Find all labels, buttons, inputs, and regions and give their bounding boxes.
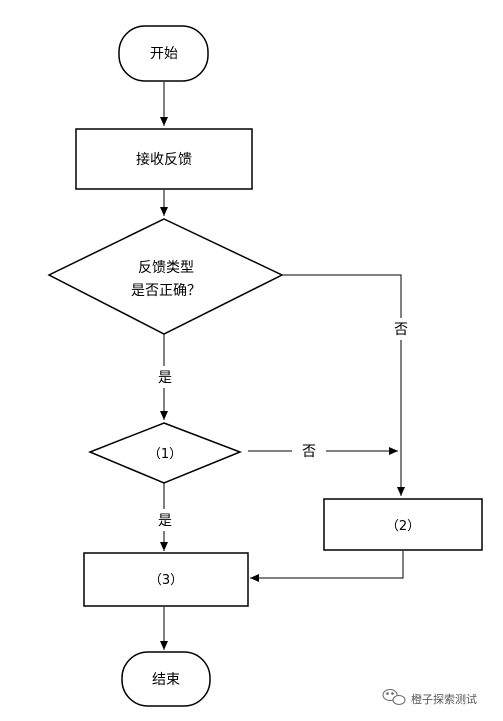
- process3-label: （3）: [149, 573, 183, 588]
- watermark: 橙子探索测试: [382, 689, 477, 706]
- start-node: [118, 25, 209, 82]
- edge-label-decision2-yes: 是: [158, 513, 172, 529]
- edge-label-decision2-no: 否: [302, 444, 316, 460]
- decision2-node: [88, 422, 243, 484]
- receive-label: 接收反馈: [136, 151, 192, 168]
- nodes: [47, 25, 483, 707]
- watermark-text: 橙子探索测试: [411, 692, 477, 706]
- decision1-label-line1: 反馈类型: [138, 260, 194, 276]
- start-label: 开始: [150, 46, 178, 62]
- edge-label-decision1-no: 否: [394, 322, 408, 338]
- process2-node: [323, 498, 483, 551]
- receive-node: [75, 128, 253, 190]
- wechat-icon: [382, 689, 406, 705]
- end-label: 结束: [152, 672, 180, 688]
- process3-node: [83, 552, 249, 607]
- decision2-label: （1）: [148, 447, 182, 462]
- edge-label-decision1-yes: 是: [158, 370, 172, 386]
- edge-decision1-no-upper: [282, 274, 402, 318]
- process2-label: （2）: [386, 519, 420, 534]
- edge-process2-process3: [250, 551, 404, 582]
- decision1-label-line2: 是否正确？: [131, 283, 201, 299]
- decision1-node: [47, 218, 284, 335]
- end-node: [121, 651, 211, 707]
- edges: [160, 82, 405, 650]
